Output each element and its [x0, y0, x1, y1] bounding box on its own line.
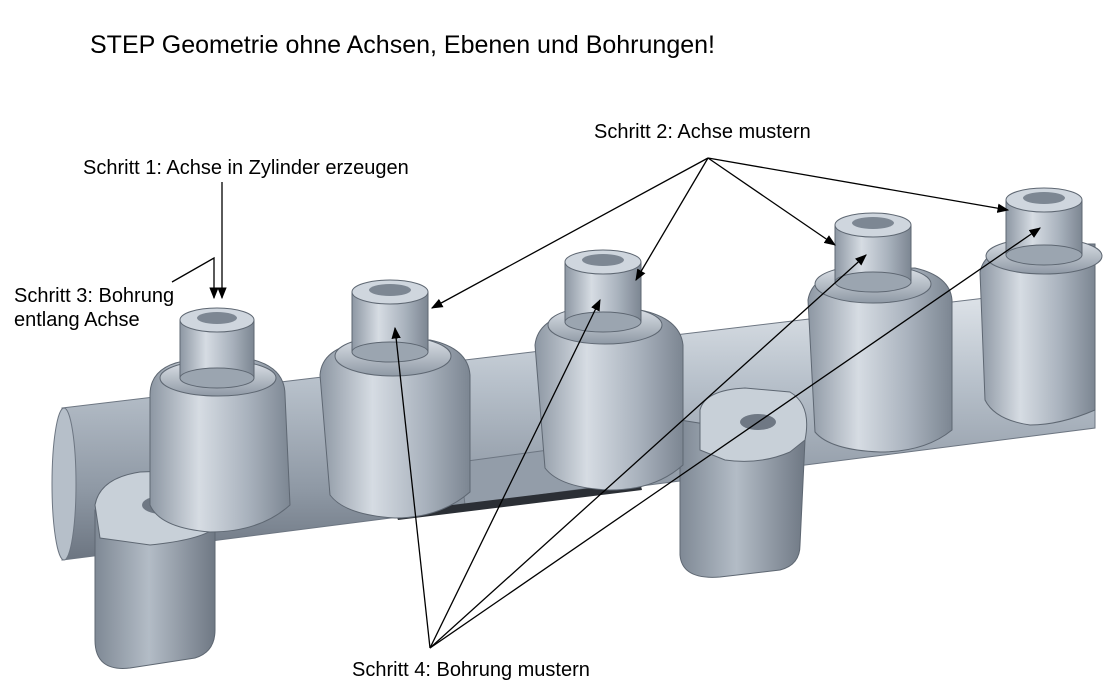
arrows-step4: [391, 227, 1041, 649]
bore: [197, 312, 237, 324]
boss-4: [807, 212, 953, 453]
label-step4: Schritt 4: Bohrung mustern: [352, 659, 590, 681]
label-step2: Schritt 2: Achse mustern: [594, 121, 811, 143]
boss-3: [534, 249, 684, 491]
label-step3: Schritt 3: Bohrung entlang Achse: [14, 284, 214, 332]
page-title: STEP Geometrie ohne Achsen, Ebenen und B…: [90, 31, 715, 59]
boss-2: [319, 279, 471, 519]
label-step1: Schritt 1: Achse in Zylinder erzeugen: [83, 157, 409, 179]
boss-1: [149, 307, 291, 533]
arrows-step2: [430, 157, 1010, 309]
arrow-step3: [171, 256, 219, 300]
label-step3-line2: entlang Achse: [14, 309, 140, 331]
boss-5: [979, 187, 1103, 426]
label-step3-line1: Schritt 3: Bohrung: [14, 285, 175, 307]
bore: [852, 217, 894, 229]
bore: [1023, 192, 1065, 204]
bore: [369, 284, 411, 296]
bore: [582, 254, 624, 266]
